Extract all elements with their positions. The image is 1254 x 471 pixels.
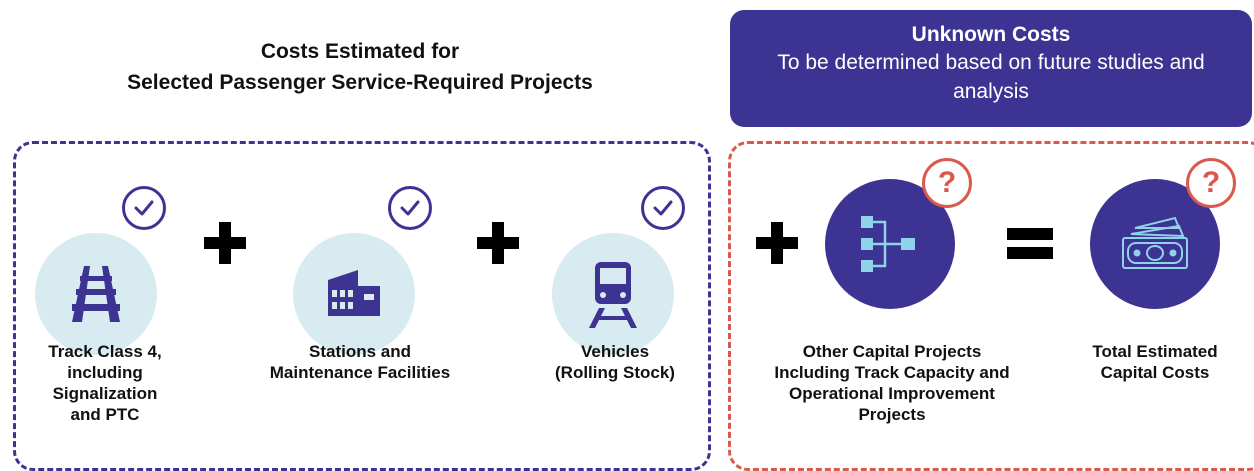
stations-circle <box>293 233 415 355</box>
plus-operator-2 <box>473 218 523 268</box>
check-badge-vehicles <box>641 186 685 230</box>
unknown-costs-box: Unknown Costs To be determined based on … <box>730 10 1252 127</box>
check-icon <box>653 200 673 216</box>
check-icon <box>400 200 420 216</box>
unknown-costs-title: Unknown Costs <box>911 23 1071 46</box>
question-mark: ? <box>1201 166 1221 199</box>
check-badge-stations <box>388 186 432 230</box>
flowchart-icon <box>861 216 915 272</box>
other-projects-label: Other Capital Projects Including Track C… <box>774 342 1010 424</box>
equals-operator <box>1003 218 1057 268</box>
estimated-costs-heading: Costs Estimated for Selected Passenger S… <box>40 36 680 98</box>
question-badge-total: ? <box>1186 158 1236 208</box>
station-building-icon <box>328 270 380 316</box>
plus-operator-3 <box>752 218 802 268</box>
total-costs-label: Total Estimated Capital Costs <box>1092 342 1218 382</box>
railroad-track-icon <box>72 266 120 322</box>
train-icon <box>589 262 637 328</box>
heading-line-2: Selected Passenger Service-Required Proj… <box>127 71 593 94</box>
track-circle <box>35 233 157 355</box>
vehicles-label: Vehicles (Rolling Stock) <box>555 342 675 382</box>
money-icon <box>1122 216 1188 269</box>
check-icon <box>134 200 154 216</box>
plus-operator-1 <box>200 218 250 268</box>
heading-line-1: Costs Estimated for <box>260 40 460 63</box>
check-badge-track <box>122 186 166 230</box>
unknown-costs-subtitle: To be determined based on future studies… <box>777 51 1205 103</box>
question-badge-other: ? <box>922 158 972 208</box>
question-mark: ? <box>937 166 957 199</box>
track-label: Track Class 4, including Signalization a… <box>48 342 162 424</box>
stations-label: Stations and Maintenance Facilities <box>269 342 451 382</box>
vehicles-circle <box>552 233 674 355</box>
